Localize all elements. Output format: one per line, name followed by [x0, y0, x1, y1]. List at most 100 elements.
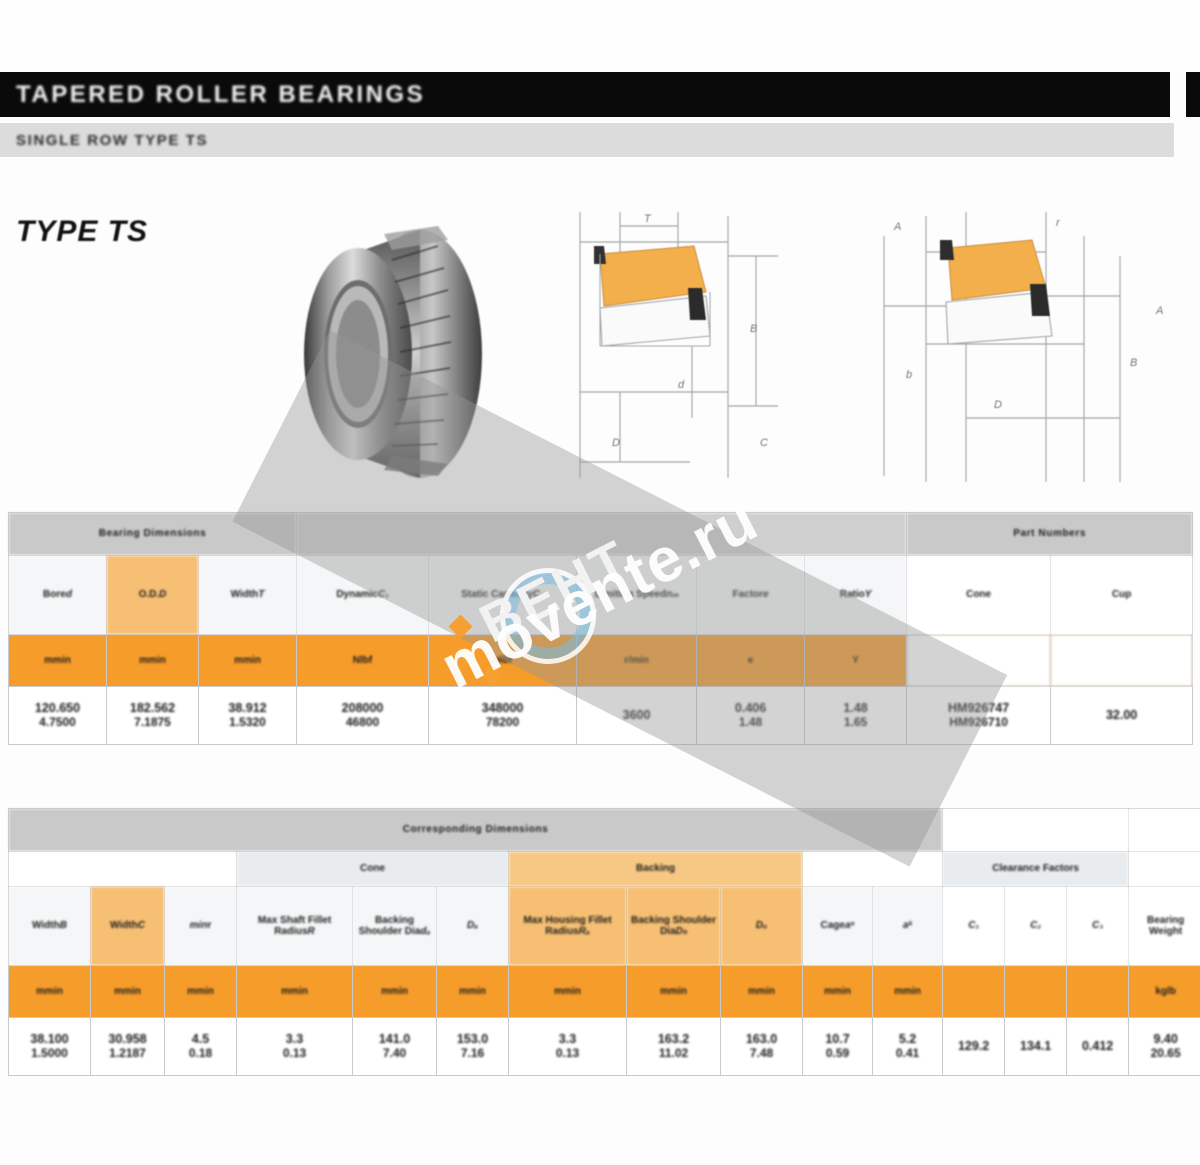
unit-y: Y: [804, 634, 908, 687]
unit-ak: mmin: [871, 965, 944, 1018]
unit-ae: mmin: [802, 965, 873, 1018]
unit-b: mmin: [8, 965, 91, 1018]
group-header-corresponding-dimensions: Corresponding Dimensions: [7, 808, 944, 852]
col-head-housing-shoulder-Db: Backing Shoulder DiaDₕ: [626, 886, 721, 966]
group-header-clearance-spacer: [942, 808, 1130, 852]
col-head-cup: Cup: [1050, 555, 1194, 635]
table1-group-row: Bearing Dimensions Part Numbers: [7, 512, 1194, 556]
table2-header-row: WidthB WidthC minr Max Shaft Fillet Radi…: [8, 886, 1200, 966]
col-head-dynamic: DynamicC₁: [296, 555, 430, 635]
group-header-part-numbers: Part Numbers: [906, 512, 1194, 556]
col-head-cone: Cone: [906, 555, 1052, 635]
unit-c2: [1004, 965, 1068, 1018]
unit-speed: r/min: [576, 634, 698, 687]
page-subtitle: SINGLE ROW TYPE TS: [16, 131, 209, 149]
col-head-od: O.D.D: [106, 555, 199, 635]
cell-c3: 0.412: [1066, 1017, 1130, 1076]
col-head-factor-e: Factore: [696, 555, 806, 635]
svg-text:D: D: [994, 399, 1002, 411]
table1-header-row: Bored O.D.D WidthT DynamicC₁ Static Capa…: [8, 555, 1194, 635]
unit-c3: [1066, 965, 1130, 1018]
svg-text:d: d: [678, 379, 685, 391]
col-head-backing-shoulder-da: Backing Shoulder Diadₐ: [352, 886, 437, 966]
bearing-dimensions-table: Bearing Dimensions Part Numbers Bored O.…: [7, 512, 1194, 745]
page-top-margin: [0, 0, 1200, 70]
unit-da: mmin: [352, 965, 437, 1018]
bearing-photo: [304, 226, 482, 478]
unit-cup-blank: [1050, 634, 1194, 687]
unit-c1: [942, 965, 1006, 1018]
unit-r: mmin: [164, 965, 237, 1018]
cell-c1: 129.2: [942, 1017, 1006, 1076]
unit-od: mmin: [106, 634, 199, 687]
unit-weight: kglb: [1128, 965, 1200, 1018]
unit-Ra: mmin: [508, 965, 627, 1018]
subgroup-spacer: [8, 851, 237, 887]
svg-text:A: A: [893, 221, 901, 233]
unit-bore: mmin: [8, 634, 107, 687]
group-header-clearance-factors: Clearance Factors: [942, 851, 1130, 887]
group-header-bearing-dimensions: Bearing Dimensions: [7, 512, 298, 556]
svg-text:C: C: [760, 437, 768, 449]
subgroup-header-cone: Cone: [236, 851, 509, 887]
svg-text:A: A: [1155, 305, 1163, 317]
col-head-static-capacity: Static CapacityC₀: [428, 555, 578, 635]
cell-c2: 134.1: [1004, 1017, 1068, 1076]
table1-unit-band-row: mmin mmin mmin Nlbf Nlbf r/min e Y: [8, 634, 1194, 687]
cell-cup: 32.00: [1050, 686, 1194, 745]
subgroup-cage-spacer: [801, 851, 944, 887]
svg-text:B: B: [750, 323, 757, 335]
group-header-weight-spacer: [1128, 808, 1200, 852]
col-head-width: WidthT: [197, 555, 298, 635]
unit-Do: mmin: [720, 965, 803, 1018]
unit-R: mmin: [236, 965, 353, 1018]
unit-e: e: [696, 634, 806, 687]
unit-Db: mmin: [626, 965, 721, 1018]
col-head-housing-shoulder-Do: Dₒ: [720, 886, 803, 966]
col-head-ratio-y: RatioY: [804, 555, 908, 635]
col-head-cage-ak: aᵏ: [871, 886, 944, 966]
col-head-max-shaft-fillet: Max Shaft Fillet RadiusR: [236, 886, 353, 966]
unit-c: mmin: [90, 965, 165, 1018]
page-title-bar: TAPERED ROLLER BEARINGS: [0, 72, 1170, 117]
col-head-cup-width-c: WidthC: [90, 886, 165, 966]
table2-subgroup-row: Cone Backing Clearance Factors: [8, 851, 1200, 887]
bearing-type-label: TYPE TS: [16, 215, 149, 248]
col-head-bearing-weight: Bearing Weight: [1128, 886, 1200, 966]
col-head-bore: Bored: [8, 555, 107, 635]
col-head-limiting-speed: Limiting Speednₘ: [576, 555, 698, 635]
bearing-cross-section-drawing-a: TB dD C: [579, 212, 778, 478]
col-head-backing-shoulder-Da: Dₐ: [436, 886, 509, 966]
unit-static: Nlbf: [428, 634, 578, 687]
title-bar-cap: [1186, 72, 1200, 117]
page-subtitle-bar: SINGLE ROW TYPE TS: [0, 123, 1174, 157]
subgroup-weight-spacer: [1128, 851, 1200, 887]
col-head-clearance-c3: C₃: [1066, 886, 1130, 966]
page-title: TAPERED ROLLER BEARINGS: [16, 80, 426, 108]
col-head-clearance-c2: C₂: [1004, 886, 1068, 966]
mounting-dimensions-table: Corresponding Dimensions Cone Backing Cl…: [7, 808, 1200, 1076]
table2-group-row: Corresponding Dimensions: [7, 808, 1200, 852]
svg-text:b: b: [906, 369, 912, 381]
col-head-cage-ae: Cageaᵉ: [802, 886, 873, 966]
col-head-cone-width-b: WidthB: [8, 886, 91, 966]
